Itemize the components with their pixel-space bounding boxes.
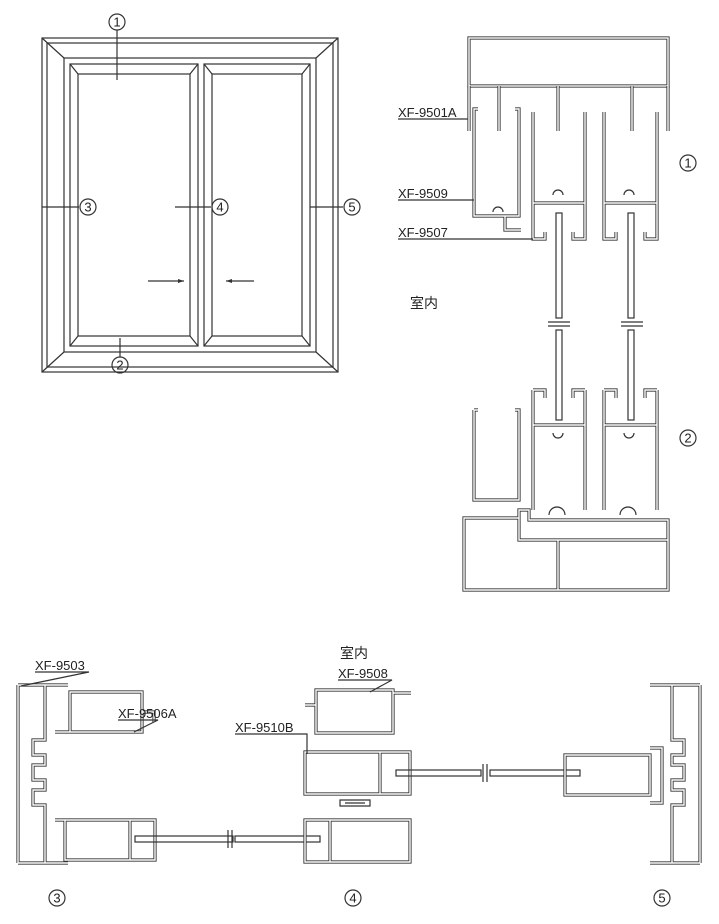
elevation-callout-5: 5 [343,198,361,216]
profile-label-xf-9508: XF-9508 [338,666,388,681]
window-elevation [41,30,343,373]
leader-lines-vertical [398,118,533,240]
profile-label-xf-9501a: XF-9501A [398,105,457,120]
elevation-callout-1: 1 [108,13,126,31]
section-callout-4: 4 [344,889,362,907]
arrow-right-icon [148,279,184,283]
indoor-label-vertical: 室内 [410,295,438,312]
profile-label-xf-9510b: XF-9510B [235,720,294,735]
svg-text:2: 2 [116,358,123,373]
svg-text:5: 5 [658,891,665,906]
elevation-callout-3: 3 [79,198,97,216]
elevation-callout-2: 2 [111,356,129,374]
indoor-label-horizontal: 室内 [340,645,368,662]
svg-text:3: 3 [84,200,91,215]
profile-label-xf-9509: XF-9509 [398,186,448,201]
section-callout-3: 3 [48,889,66,907]
elevation-callout-4: 4 [211,198,229,216]
section-callout-2: 2 [679,429,697,447]
svg-text:5: 5 [348,200,355,215]
svg-text:3: 3 [53,891,60,906]
leader-lines-horizontal [20,671,393,754]
section-callout-5: 5 [653,889,671,907]
section-callout-1: 1 [679,154,697,172]
profile-label-xf-9503: XF-9503 [35,658,85,673]
svg-text:1: 1 [684,156,691,171]
horizontal-section-profiles [16,683,702,865]
svg-text:2: 2 [684,431,691,446]
profile-label-xf-9507: XF-9507 [398,225,448,240]
vertical-section-profiles [462,36,670,592]
profile-label-xf-9506a: XF-9506A [118,706,177,721]
arrow-left-icon [226,279,254,283]
svg-text:4: 4 [349,891,356,906]
svg-text:4: 4 [216,200,223,215]
svg-text:1: 1 [113,15,120,30]
